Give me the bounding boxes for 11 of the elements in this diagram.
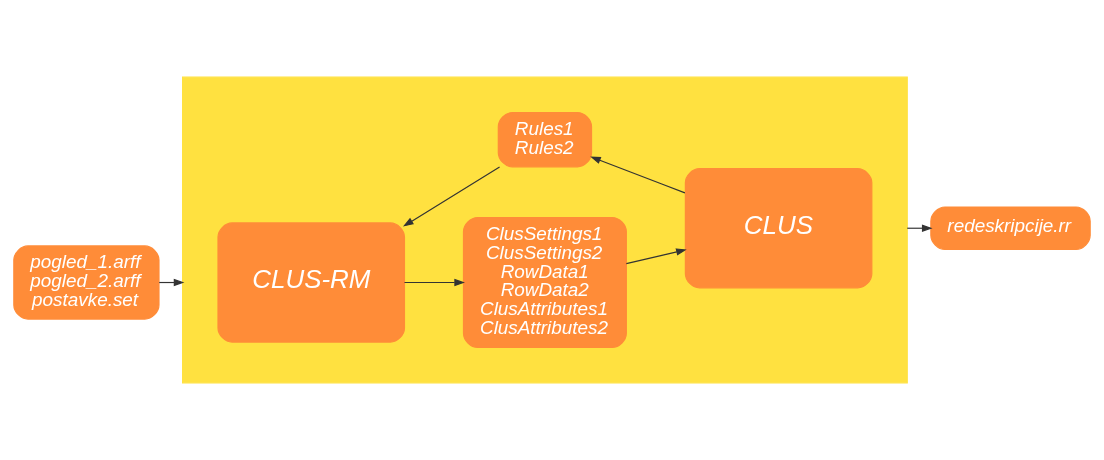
node-box: ClusSettings1 ClusSettings2 RowData1 RowData2 ClusAttributes1 ClusAttributes2 <box>462 217 627 348</box>
arrow <box>403 166 501 227</box>
arrow <box>590 156 686 194</box>
node-box: pogled_1.arff pogled_2.arff postavke.set <box>13 245 160 320</box>
node-box: CLUS <box>684 168 873 289</box>
arrow <box>403 278 465 287</box>
node-box: Rules1 Rules2 <box>497 111 593 168</box>
cluster <box>182 76 908 384</box>
arrow <box>625 248 687 265</box>
node-box: redeskripcije.rr <box>930 206 1091 251</box>
node-box: CLUS-RM <box>217 222 406 343</box>
